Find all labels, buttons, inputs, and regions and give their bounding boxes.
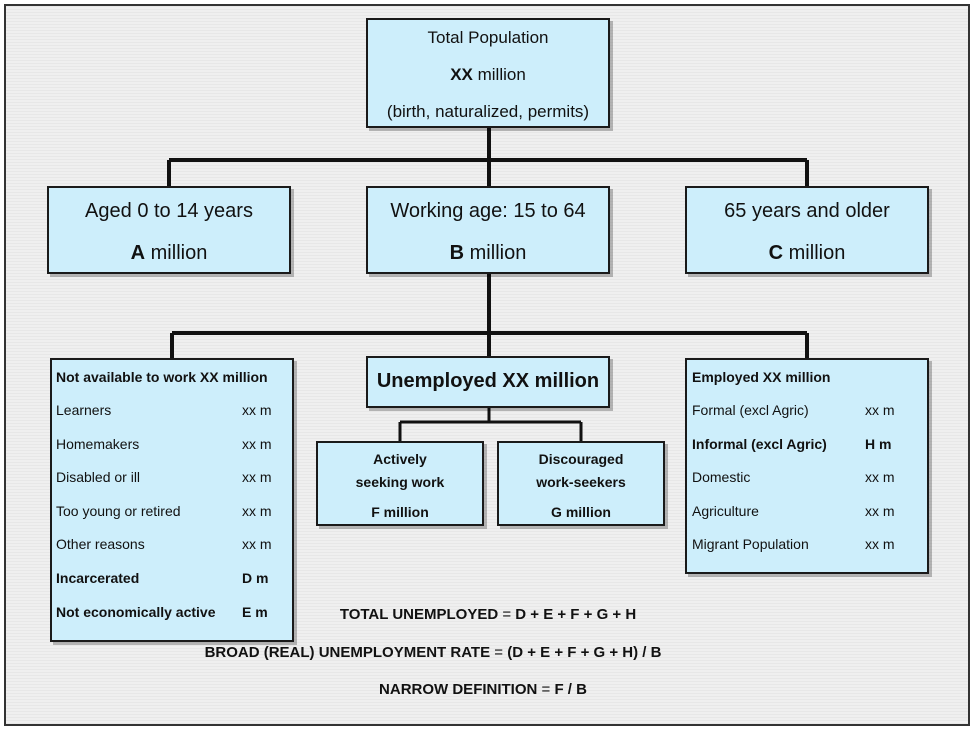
formula-total-expr: D + E + F + G + H [515, 606, 637, 623]
employed-row-value: xx m [865, 502, 895, 519]
not-available-row-label: Not economically active [56, 603, 216, 620]
age-65-plus-unit: million [783, 242, 846, 264]
not-available-row-value: E m [242, 603, 268, 620]
age-0-14-letter: A [130, 242, 146, 264]
age-65-plus-value: C million [687, 242, 927, 265]
discouraged-box: Discouraged work-seekers G million [497, 441, 665, 526]
employed-row-value: xx m [865, 469, 895, 486]
not-available-row-value: xx m [242, 502, 272, 519]
actively-seeking-line2: seeking work [355, 474, 445, 490]
not-available-row-label: Too young or retired [56, 502, 181, 519]
discouraged-line1: Discouraged [538, 451, 624, 467]
employed-row-value: xx m [865, 536, 895, 553]
age-0-14-value: A million [49, 242, 289, 265]
not-available-row-label: Homemakers [56, 435, 140, 452]
unemployed-title: Unemployed XX million [376, 370, 600, 392]
employed-box: Employed XX million Formal (excl Agric) x… [685, 358, 929, 574]
formula-total-unemployed: TOTAL UNEMPLOYED = D + E + F + G + H [0, 606, 976, 623]
not-available-row-value: xx m [242, 536, 272, 553]
employed-row-value: xx m [865, 402, 895, 418]
age-0-14-label: Aged 0 to 14 years [85, 200, 253, 222]
age-0-14-box: Aged 0 to 14 years A million [47, 186, 291, 274]
age-0-14-unit: million [145, 242, 208, 264]
employed-title: Employed XX million [692, 369, 831, 385]
employed-row-label: Domestic [692, 469, 751, 486]
discouraged-value: G million [551, 504, 611, 520]
working-age-value: B million [368, 242, 608, 265]
working-age-box: Working age: 15 to 64 B million [366, 186, 610, 274]
not-available-row-value: xx m [242, 435, 272, 452]
employed-row-label: Agriculture [692, 502, 759, 519]
not-available-row-value: xx m [242, 469, 272, 486]
age-65-plus-letter: C [768, 242, 784, 264]
formula-narrow-equals: = [537, 681, 555, 698]
not-available-row-label: Learners [56, 402, 112, 418]
total-population-box: Total Population XX million (birth, natu… [366, 18, 610, 128]
formula-total-label: TOTAL UNEMPLOYED [339, 606, 499, 623]
working-age-label: Working age: 15 to 64 [390, 200, 586, 222]
formula-broad-rate: BROAD (REAL) UNEMPLOYMENT RATE = (D + E … [0, 644, 921, 661]
not-available-box: Not available to work XX million Learner… [50, 358, 294, 642]
not-available-row-label: Other reasons [56, 536, 145, 553]
age-65-plus-label: 65 years and older [724, 200, 890, 222]
formula-broad-expr: (D + E + F + G + H) / B [507, 644, 662, 661]
formula-total-equals: = [498, 606, 516, 623]
not-available-row-value: xx m [242, 402, 272, 418]
employed-row-label: Formal (excl Agric) [692, 402, 809, 418]
not-available-row-value: D m [242, 570, 269, 586]
formula-narrow: NARROW DEFINITION = F / B [0, 681, 971, 698]
total-population-value: XX million [368, 65, 608, 85]
working-age-unit: million [464, 242, 527, 264]
formula-narrow-expr: F / B [554, 681, 587, 698]
formula-broad-label: BROAD (REAL) UNEMPLOYMENT RATE [204, 644, 491, 661]
actively-seeking-line1: Actively [373, 451, 427, 467]
working-age-letter: B [449, 242, 465, 264]
employed-row-label: Informal (excl Agric) [692, 435, 827, 452]
formula-broad-equals: = [490, 644, 508, 661]
total-population-label: Total Population [427, 28, 549, 47]
unemployed-box: Unemployed XX million [366, 356, 610, 408]
formula-narrow-label: NARROW DEFINITION [379, 681, 538, 698]
actively-seeking-value: F million [371, 504, 429, 520]
age-65-plus-box: 65 years and older C million [685, 186, 929, 274]
total-population-unit: million [472, 65, 526, 84]
actively-seeking-box: Actively seeking work F million [316, 441, 484, 526]
not-available-row-label: Incarcerated [56, 570, 140, 586]
not-available-row-label: Disabled or ill [56, 469, 141, 486]
not-available-title: Not available to work XX million [56, 369, 268, 385]
total-population-sources: (birth, naturalized, permits) [386, 102, 590, 121]
discouraged-line2: work-seekers [536, 474, 626, 490]
total-population-amount: XX [450, 65, 473, 84]
employed-row-value: H m [865, 435, 892, 452]
employed-row-label: Migrant Population [692, 536, 809, 553]
